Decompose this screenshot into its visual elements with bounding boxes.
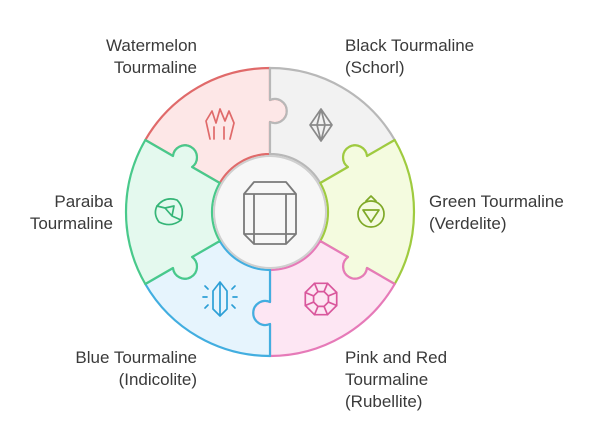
label-line: Pink and Red	[345, 348, 448, 367]
label-line: (Rubellite)	[345, 392, 423, 411]
label-rubellite: Pink and Red Tourmaline (Rubellite)	[345, 347, 447, 413]
label-schorl: Black Tourmaline (Schorl)	[345, 35, 474, 79]
label-line: Tourmaline	[345, 370, 429, 389]
label-line: Blue Tourmaline	[75, 348, 197, 367]
diamond-crystal-icon	[309, 108, 333, 142]
label-line: (Indicolite)	[118, 370, 197, 389]
green-gem-icon	[357, 195, 385, 228]
label-line: Green Tourmaline	[429, 192, 564, 211]
label-line: (Schorl)	[345, 58, 405, 77]
label-verdelite: Green Tourmaline (Verdelite)	[429, 191, 564, 235]
label-line: Tourmaline	[29, 214, 113, 233]
label-line: (Verdelite)	[429, 214, 507, 233]
label-indicolite: Blue Tourmaline (Indicolite)	[75, 347, 197, 391]
label-watermelon: Watermelon Tourmaline	[106, 35, 197, 79]
label-line: Black Tourmaline	[345, 36, 475, 55]
octagon-gem-icon	[304, 282, 338, 316]
label-paraiba: Paraiba Tourmaline	[30, 191, 113, 235]
label-line: Tourmaline	[113, 58, 197, 77]
label-line: Watermelon	[105, 36, 197, 55]
blue-crystal-icon	[202, 281, 238, 317]
label-line: Paraiba	[54, 192, 113, 211]
center-circle	[213, 155, 327, 269]
crystal-cluster-icon	[205, 108, 235, 140]
tourmaline-crystal-icon	[243, 181, 297, 245]
rough-stone-icon	[154, 198, 184, 226]
